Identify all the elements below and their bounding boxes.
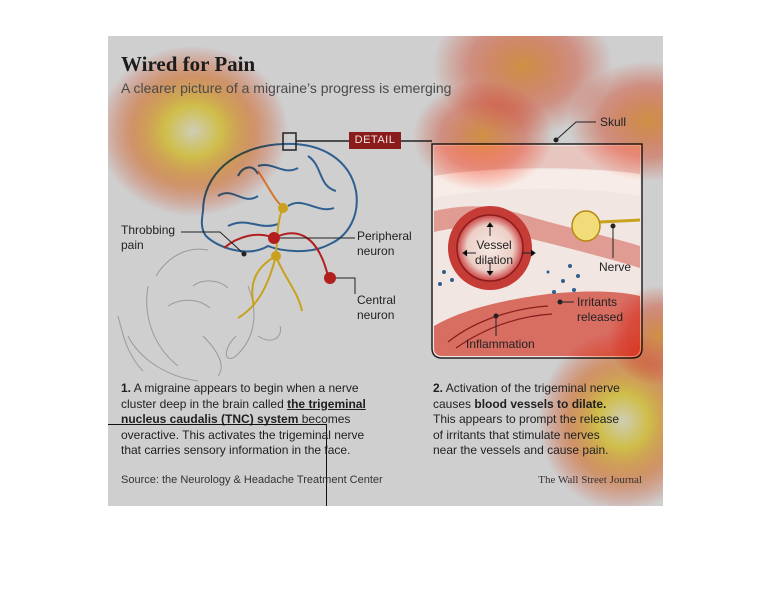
tnc-node (271, 251, 281, 261)
inflammation-label: Inflammation (466, 337, 535, 351)
detail-cross-section (431, 121, 643, 359)
illustration (108, 36, 663, 506)
page-title: Wired for Pain (121, 52, 256, 76)
heatmap-overlay (108, 36, 663, 506)
page-subtitle: A clearer picture of a migraine’s progre… (121, 80, 452, 96)
central-neuron-dot (324, 272, 336, 284)
source-note: Source: the Neurology & Headache Treatme… (121, 474, 383, 486)
skull-label: Skull (600, 115, 627, 129)
detail-tag: DETAIL (349, 132, 401, 149)
peripheral-neuron-dot (268, 232, 280, 244)
step-1-text: 1. A migraine appears to begin when a ne… (121, 381, 366, 457)
face-sketch (117, 248, 282, 382)
graphic-panel: Wired for Pain A clearer picture of a mi… (108, 36, 663, 506)
nerve-label: Nerve (599, 260, 632, 274)
step-2-text: 2. Activation of the trigeminal nerve ca… (433, 381, 620, 457)
crosshair-horizontal (108, 424, 326, 425)
crosshair-vertical (326, 424, 327, 506)
publisher-credit: The Wall Street Journal (538, 474, 642, 486)
nerve-node (278, 203, 288, 213)
